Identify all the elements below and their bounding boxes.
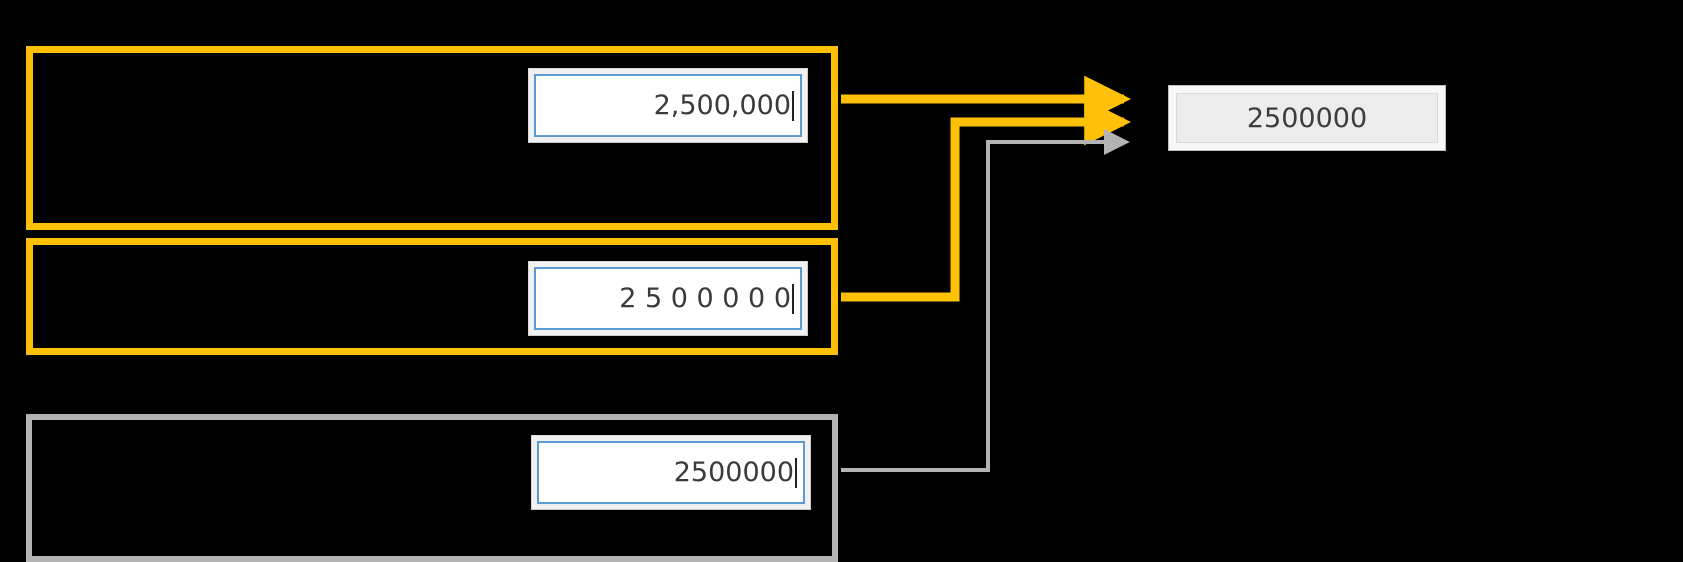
text-caret-icon (792, 283, 794, 314)
parsed-value-display: 2500000 (1176, 93, 1438, 143)
parsed-value-display-value: 2500000 (1246, 102, 1368, 134)
amount-input-plain[interactable]: 2500000 (537, 441, 805, 504)
row-highlight-formatted-commas (26, 46, 838, 230)
parsed-value-display-wrapper: 2500000 (1168, 85, 1446, 151)
amount-input-formatted[interactable]: 2,500,000 (534, 74, 802, 137)
amount-input-formatted-value: 2,500,000 (653, 90, 791, 121)
amount-input-spaced-wrapper[interactable]: 2 5 0 0 0 0 0 (528, 261, 808, 336)
amount-input-spaced[interactable]: 2 5 0 0 0 0 0 (534, 267, 802, 330)
amount-input-spaced-value: 2 5 0 0 0 0 0 (619, 283, 791, 314)
text-caret-icon (795, 457, 797, 488)
connector-spaced-to-output (841, 98, 1132, 302)
amount-input-formatted-wrapper[interactable]: 2,500,000 (528, 68, 808, 143)
amount-input-plain-wrapper[interactable]: 2500000 (531, 435, 811, 510)
connector-plain-to-output (841, 129, 1130, 472)
row-highlight-plain-digits (26, 414, 838, 562)
amount-input-plain-value: 2500000 (673, 457, 794, 488)
text-caret-icon (792, 90, 794, 121)
row-highlight-spaced-digits (26, 238, 838, 355)
